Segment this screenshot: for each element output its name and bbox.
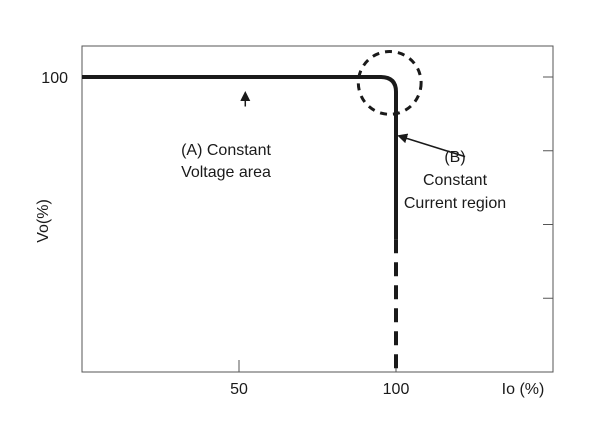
plot-frame — [81, 45, 554, 373]
annotation-B-line-1: Constant — [423, 172, 488, 189]
y-tick-label-0: 100 — [41, 70, 68, 87]
series-0-solid-line — [82, 75, 398, 240]
highlight-circle — [356, 50, 423, 116]
annotation-B-line-0: (B) — [444, 149, 465, 166]
series-layer — [82, 75, 398, 372]
annotation-B-line-2: Current region — [404, 195, 506, 212]
x-tick-label-1: 100 — [383, 381, 410, 398]
annotation-A-line-0: (A) Constant — [181, 142, 271, 159]
y-axis-title: Vo(%) — [35, 199, 52, 243]
x-axis-title: Io (%) — [502, 381, 545, 398]
labels-layer: 50 100 100 Io (%) Vo(%) — [35, 70, 544, 398]
annotation-B-arrow — [397, 133, 466, 158]
x-tick-label-0: 50 — [230, 381, 248, 398]
annotation-A-line-1: Voltage area — [181, 164, 271, 181]
